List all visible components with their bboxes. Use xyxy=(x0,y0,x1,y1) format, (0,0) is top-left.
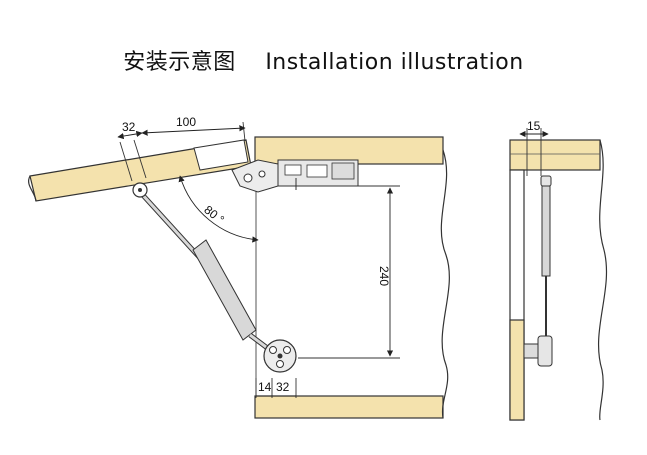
dim-label-bottom-right: 32 xyxy=(276,380,290,394)
title-english: Installation illustration xyxy=(265,50,524,75)
hinge-mechanism xyxy=(193,139,359,193)
dim-label-angle: 80 ° xyxy=(201,203,227,227)
dimension-bottom: 14 32 xyxy=(255,378,297,398)
dimension-top-offset: 32 xyxy=(117,120,147,182)
cabinet-bottom-panel xyxy=(254,395,444,419)
dim-label-offset-top: 32 xyxy=(122,120,136,134)
lid-break-line xyxy=(28,175,37,202)
title-chinese: 安装示意图 xyxy=(123,50,236,75)
cabinet-break-line xyxy=(440,149,450,419)
dim-label-height: 240 xyxy=(377,266,391,286)
page-title: 安装示意图 Installation illustration xyxy=(0,44,647,76)
dim-label-side-width: 15 xyxy=(527,119,541,133)
lower-mount-bracket xyxy=(263,339,297,373)
dimension-height: 240 xyxy=(298,185,400,359)
dim-label-bottom-left: 14 xyxy=(258,380,272,394)
dimension-arm-length: 100 xyxy=(141,115,246,142)
gas-strut xyxy=(132,182,280,358)
dimension-side-width: 15 xyxy=(519,119,549,176)
side-view xyxy=(509,139,608,421)
dim-label-arm-length: 100 xyxy=(176,115,196,129)
